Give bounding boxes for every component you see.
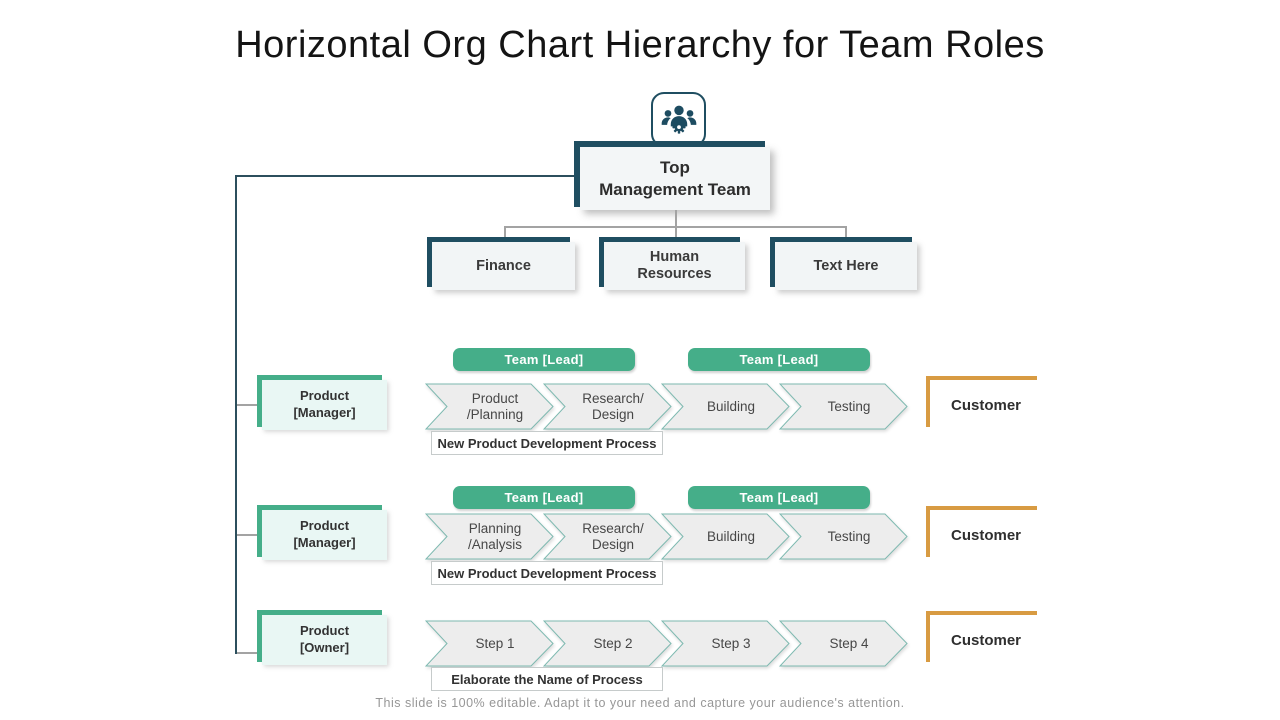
dept-box-finance: Finance xyxy=(427,237,575,290)
process-step-label: Research/ Design xyxy=(582,390,644,422)
process-step: Product /Planning xyxy=(425,383,555,430)
process-step-label: Building xyxy=(706,398,756,414)
connector-dept-3 xyxy=(845,226,847,242)
rail-vertical-line xyxy=(235,175,237,654)
team-lead-pill: Team [Lead] xyxy=(688,348,870,371)
team-lead-pill: Team [Lead] xyxy=(453,486,635,509)
process-step-label: Step 3 xyxy=(711,635,751,651)
slide-footer-note: This slide is 100% editable. Adapt it to… xyxy=(375,696,905,710)
dept-box-text-here: Text Here xyxy=(770,237,917,290)
process-step-label: Testing xyxy=(827,528,871,544)
process-step: Research/ Design xyxy=(543,513,673,560)
process-step: Research/ Design xyxy=(543,383,673,430)
customer-box-3: Customer xyxy=(926,611,1042,665)
product-manager-box-2: Product [Manager] xyxy=(257,505,387,560)
process-step-label: Planning /Analysis xyxy=(467,520,523,552)
process-step: Step 3 xyxy=(661,620,791,667)
top-management-box: Top Management Team xyxy=(574,141,770,210)
dept-box-human-resources: Human Resources xyxy=(599,237,745,290)
branch-row-2 xyxy=(237,534,262,536)
process-name-label: New Product Development Process xyxy=(431,561,663,585)
rail-top-line xyxy=(235,175,580,177)
process-step-label: Research/ Design xyxy=(582,520,644,552)
team-lead-pill: Team [Lead] xyxy=(688,486,870,509)
branch-row-1 xyxy=(237,404,262,406)
product-manager-box-1: Product [Manager] xyxy=(257,375,387,430)
process-step: Planning /Analysis xyxy=(425,513,555,560)
customer-box-2: Customer xyxy=(926,506,1042,560)
process-step: Step 1 xyxy=(425,620,555,667)
process-step-label: Product /Planning xyxy=(466,390,524,422)
process-step-label: Step 2 xyxy=(593,635,633,651)
process-step: Building xyxy=(661,513,791,560)
slide-title: Horizontal Org Chart Hierarchy for Team … xyxy=(235,24,1045,66)
team-gear-icon-glyph xyxy=(661,105,696,134)
process-step: Testing xyxy=(779,513,909,560)
process-step: Testing xyxy=(779,383,909,430)
process-step-label: Step 1 xyxy=(475,635,515,651)
team-gear-icon xyxy=(651,92,706,147)
customer-box-1: Customer xyxy=(926,376,1042,430)
process-step-label: Testing xyxy=(827,398,871,414)
process-name-label: Elaborate the Name of Process xyxy=(431,667,663,691)
process-step-label: Step 4 xyxy=(829,635,869,651)
process-step: Step 4 xyxy=(779,620,909,667)
connector-dept-1 xyxy=(504,226,506,242)
branch-row-3 xyxy=(237,652,262,654)
process-step: Building xyxy=(661,383,791,430)
process-step-label: Building xyxy=(706,528,756,544)
product-owner-box: Product [Owner] xyxy=(257,610,387,665)
team-lead-pill: Team [Lead] xyxy=(453,348,635,371)
process-step: Step 2 xyxy=(543,620,673,667)
connector-root-stub xyxy=(675,210,677,226)
connector-dept-2 xyxy=(675,226,677,242)
process-name-label: New Product Development Process xyxy=(431,431,663,455)
